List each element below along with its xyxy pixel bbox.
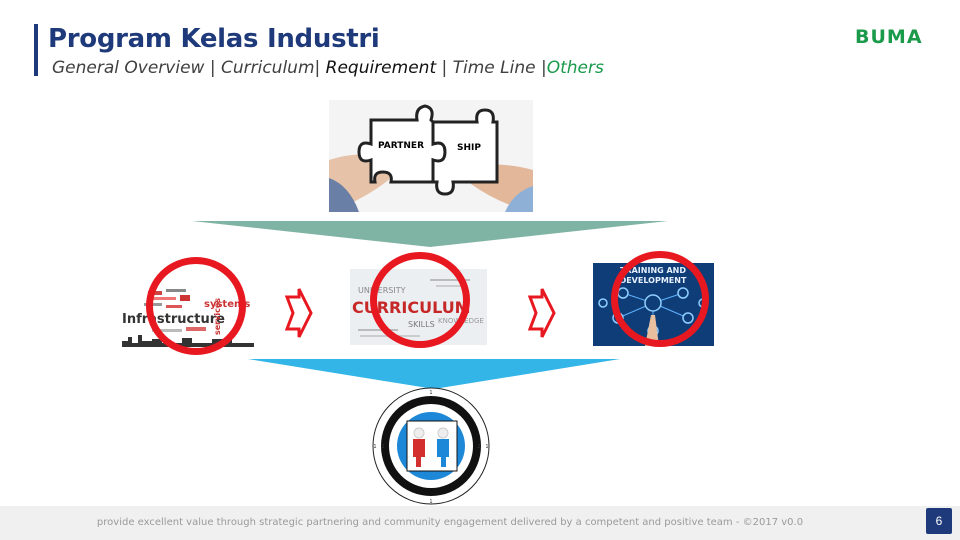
svg-text:2: 2 xyxy=(477,444,480,450)
svg-text:1: 1 xyxy=(429,390,432,396)
svg-text:1: 1 xyxy=(373,444,376,450)
svg-text:3: 3 xyxy=(391,444,394,450)
highlight-circle-curriculum xyxy=(370,252,470,348)
section-nav: General Overview | Curriculum| Requireme… xyxy=(52,58,604,78)
funnel-bottom-arrow xyxy=(248,359,620,389)
highlight-circle-training xyxy=(611,251,709,347)
arrow-right-icon xyxy=(528,288,556,338)
arrow-right-icon xyxy=(285,288,313,338)
nav-requirement[interactable]: Requirement xyxy=(320,58,437,78)
partnership-image: PARTNER SHIP xyxy=(329,100,533,212)
page-number: 6 xyxy=(926,508,952,534)
highlight-circle-infrastructure xyxy=(146,257,246,355)
puzzle-word-partner: PARTNER xyxy=(378,141,424,151)
funnel-top-arrow xyxy=(192,221,668,247)
nav-others[interactable]: Others xyxy=(546,58,604,78)
svg-text:3: 3 xyxy=(467,444,470,450)
nav-general-overview[interactable]: General Overview | xyxy=(52,58,216,78)
target-image: 1 1 1 1 2 2 3 3 xyxy=(369,387,494,505)
nav-timeline[interactable]: | Time Line | xyxy=(436,58,547,78)
svg-text:2: 2 xyxy=(381,444,384,450)
buma-logo: BUMA xyxy=(855,26,923,48)
nav-curriculum[interactable]: Curriculum| xyxy=(215,58,321,78)
page-title: Program Kelas Industri xyxy=(48,24,380,54)
title-accent-bar xyxy=(34,24,38,76)
svg-text:1: 1 xyxy=(485,444,488,450)
footer-tagline: provide excellent value through strategi… xyxy=(96,517,804,528)
footer-bar xyxy=(0,506,960,540)
puzzle-word-ship: SHIP xyxy=(457,143,481,153)
svg-text:1: 1 xyxy=(429,499,432,505)
